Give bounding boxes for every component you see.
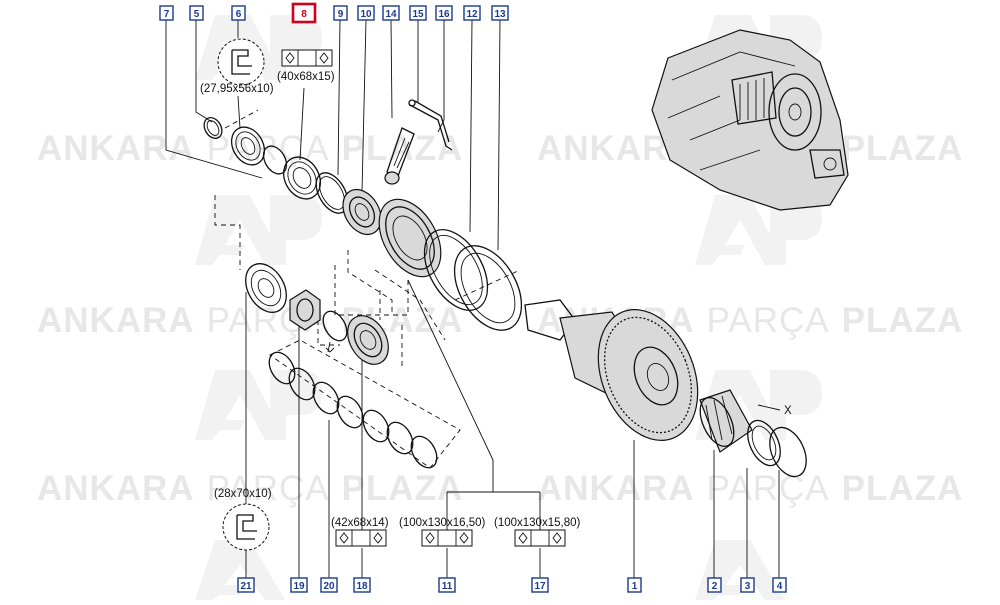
dimension-label: (100x130x15,80): [494, 517, 580, 529]
callout-6[interactable]: 6: [231, 5, 246, 21]
svg-text:1: 1: [632, 581, 638, 592]
svg-text:15: 15: [412, 9, 424, 20]
circlip-part: [322, 310, 348, 353]
svg-text:11: 11: [442, 581, 453, 592]
svg-text:21: 21: [240, 581, 252, 592]
callout-19[interactable]: 19: [290, 577, 308, 593]
callout-20[interactable]: 20: [320, 577, 338, 593]
o-ring-part: [203, 117, 223, 139]
bearing-18-part: [347, 315, 389, 365]
shim-set-part: [268, 351, 438, 469]
bearing-11-part: [378, 198, 442, 278]
differential-gear-part: [524, 299, 699, 441]
svg-text:2: 2: [712, 581, 718, 592]
oil-seal-part: [230, 126, 266, 166]
bearing-8-part: [282, 156, 322, 200]
callout-13[interactable]: 13: [491, 5, 509, 21]
callout-15[interactable]: 15: [409, 5, 427, 21]
callout-7[interactable]: 7: [159, 5, 174, 21]
callout-9[interactable]: 9: [333, 5, 348, 21]
callout-17[interactable]: 17: [531, 577, 549, 593]
bearing-symbol-icon: [335, 529, 387, 547]
svg-text:6: 6: [236, 9, 242, 20]
callout-16[interactable]: 16: [435, 5, 453, 21]
callout-18[interactable]: 18: [353, 577, 371, 593]
ring-3-part: [747, 419, 781, 467]
bearing-10-part: [342, 188, 382, 236]
svg-text:13: 13: [494, 9, 506, 20]
callout-1[interactable]: 1: [627, 577, 642, 593]
cage-bearing-part: [699, 389, 753, 453]
callout-11[interactable]: 11: [438, 577, 456, 593]
svg-text:8: 8: [301, 9, 307, 20]
callout-4[interactable]: 4: [772, 577, 787, 593]
nut-part: [289, 289, 321, 331]
svg-text:5: 5: [194, 9, 200, 20]
svg-text:12: 12: [466, 9, 478, 20]
dimension-label: (27,95x56x10): [200, 83, 274, 95]
dimension-label: (40x68x15): [277, 71, 335, 83]
dimension-label: (42x68x14): [331, 517, 389, 529]
svg-text:14: 14: [385, 9, 397, 20]
leader-lines: [165, 19, 780, 578]
svg-text:4: 4: [777, 581, 783, 592]
bearing-symbol-icon: [514, 529, 566, 547]
svg-text:17: 17: [534, 581, 546, 592]
callout-3[interactable]: 3: [740, 577, 755, 593]
bearing-symbol-icon: [421, 529, 473, 547]
spacer-ring-part: [262, 145, 288, 175]
spring-clip-part: [408, 99, 453, 151]
seal-icon: [222, 503, 270, 551]
callout-8-selected[interactable]: 8: [291, 2, 317, 24]
watermark-logo-icon: [195, 15, 822, 600]
oil-seal-bottom-part: [245, 263, 287, 313]
svg-text:20: 20: [323, 581, 335, 592]
svg-text:9: 9: [338, 9, 344, 20]
seal-icon: [217, 38, 265, 86]
snap-ring-part: [315, 172, 349, 214]
svg-text:16: 16: [438, 9, 450, 20]
callout-5[interactable]: 5: [189, 5, 204, 21]
svg-text:3: 3: [745, 581, 751, 592]
pin-part: [384, 127, 415, 185]
ring-12-part: [423, 229, 489, 311]
shim-13-part: [453, 245, 523, 331]
svg-text:X: X: [784, 405, 792, 417]
assembly-lines: [214, 109, 521, 469]
callout-10[interactable]: 10: [357, 5, 375, 21]
callout-21[interactable]: 21: [237, 577, 255, 593]
svg-text:19: 19: [293, 581, 305, 592]
svg-text:7: 7: [164, 9, 170, 20]
bearing-symbol-icon: [281, 49, 333, 67]
svg-text:18: 18: [356, 581, 368, 592]
circlip-4-part: [769, 426, 807, 478]
callout-14[interactable]: 14: [382, 5, 400, 21]
svg-text:10: 10: [360, 9, 372, 20]
gearbox-illustration: [651, 29, 849, 211]
dimension-label: (100x130x16,50): [399, 517, 485, 529]
callout-2[interactable]: 2: [707, 577, 722, 593]
x-marker: X: [757, 404, 792, 417]
callout-12[interactable]: 12: [463, 5, 481, 21]
dimension-label: (28x70x10): [214, 488, 272, 500]
